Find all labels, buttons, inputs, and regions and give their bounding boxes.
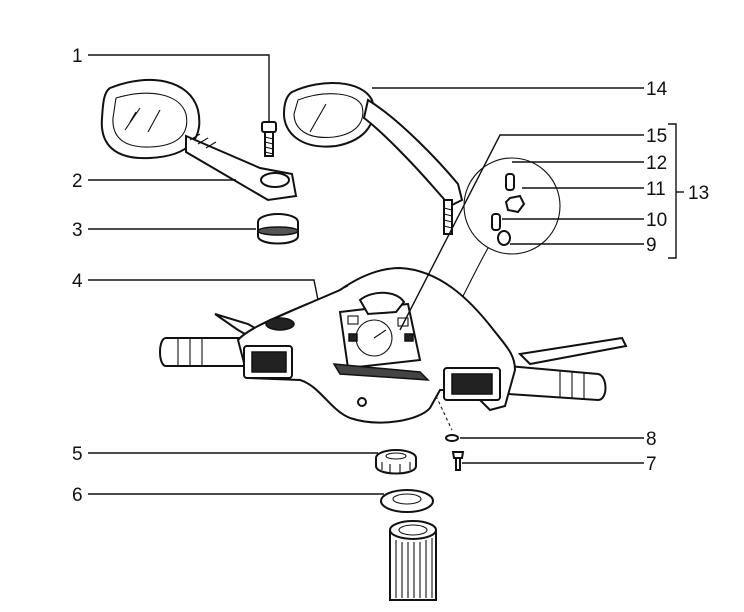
small-parts-detail xyxy=(437,157,561,341)
left-mirror xyxy=(100,78,298,202)
callout-1: 1 xyxy=(72,46,83,67)
right-mirror xyxy=(282,82,464,235)
tab-washer xyxy=(380,489,434,513)
callout-11: 11 xyxy=(646,179,666,200)
small-screw xyxy=(451,451,465,471)
callout-14: 14 xyxy=(646,79,668,100)
steering-tube xyxy=(389,520,437,601)
callout-3: 3 xyxy=(72,220,83,241)
handlebar-body xyxy=(159,266,628,424)
callout-7: 7 xyxy=(646,454,657,475)
callout-6: 6 xyxy=(72,485,83,506)
callout-8: 8 xyxy=(646,429,657,450)
mirror-screw xyxy=(261,121,277,157)
small-washer xyxy=(445,434,459,442)
callout-9: 9 xyxy=(646,235,657,256)
callout-13: 13 xyxy=(688,183,709,204)
ring-nut xyxy=(375,449,417,475)
callout-12: 12 xyxy=(646,153,667,174)
callout-10: 10 xyxy=(646,210,667,231)
leader-lines xyxy=(88,54,684,495)
callout-15: 15 xyxy=(646,126,667,147)
rubber-ring xyxy=(257,213,299,245)
callout-4: 4 xyxy=(72,271,83,292)
callout-labels: 1 2 3 4 5 6 14 15 12 11 10 9 13 8 7 xyxy=(72,46,709,506)
callout-2: 2 xyxy=(72,171,83,192)
callout-5: 5 xyxy=(72,444,83,465)
